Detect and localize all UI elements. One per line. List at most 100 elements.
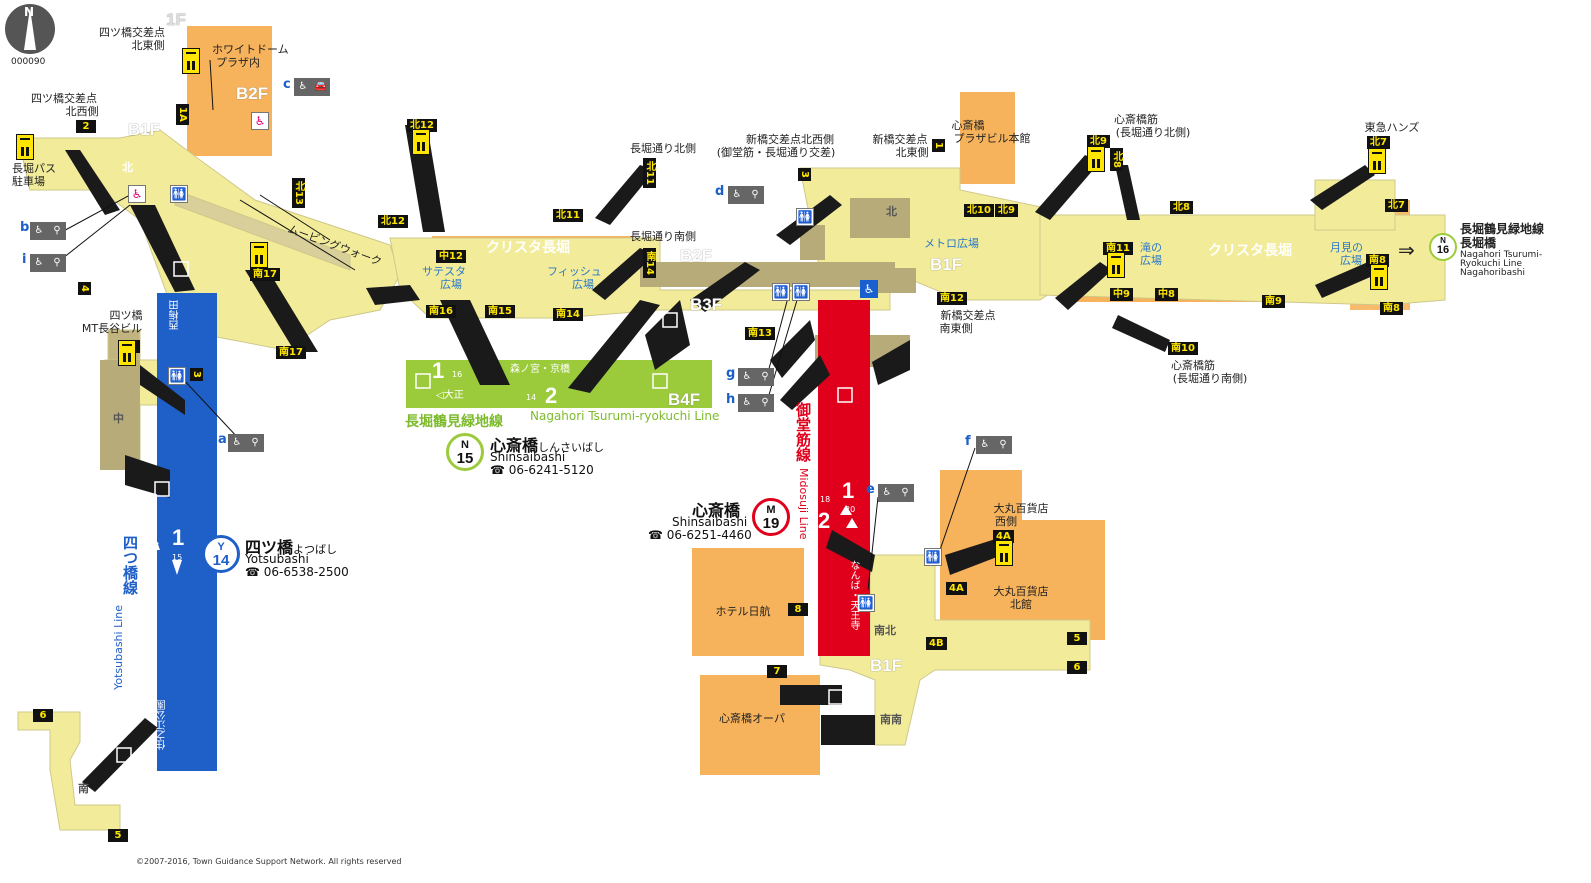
label-yotsubashi-nw-2: 北西側 [65, 105, 99, 118]
label-fish-2: 広場 [572, 278, 594, 291]
exit-m3: 3 [798, 168, 811, 181]
elevator-icon [1087, 146, 1105, 172]
midosuji-track-2: 2 [818, 508, 831, 533]
exit-s13: 南13 [745, 327, 775, 340]
line-letter: M [766, 504, 776, 516]
wheelchair-icon: ♿ [228, 434, 246, 452]
toilet-icon: 🚻 [792, 283, 810, 301]
stroller-icon: ⚲ [746, 186, 764, 204]
label-plaza-building: 心斎橋 [951, 119, 985, 132]
floor-b2f-2: B2F [680, 246, 713, 265]
yotsubashi-car-2: 15 [172, 553, 183, 562]
station-number: 15 [456, 450, 474, 467]
label-mt-hase-2: MT長谷ビル [81, 322, 143, 335]
label-shinbashi-nw-2: (御堂筋・長堀通り交差) [716, 146, 836, 159]
line-letter: N [1440, 236, 1446, 245]
stairs [65, 125, 1375, 792]
label-tokyu-hands: 東急ハンズ [1364, 121, 1420, 134]
facility-h-label: h [726, 392, 736, 407]
station-badge-nagahori: N 15 [446, 433, 484, 471]
elevator-icon [182, 48, 200, 74]
station-roman-nagahori: Shinsaibashi [490, 450, 566, 464]
elevator-icon [1368, 148, 1386, 174]
station-roman-yotsubashi: Yotsubashi [245, 552, 309, 566]
exit-4ab: 4A [946, 582, 967, 595]
floor-b3f: B3F [690, 295, 723, 314]
midosuji-car-2: 20 [845, 505, 856, 514]
nagahori-track-2: 2 [545, 383, 558, 408]
yotsubashi-dir-north: 西梅田 [170, 300, 181, 330]
next-station-roman-1: Nagahori Tsurumi- [1460, 250, 1543, 260]
exit-1a: 1A [176, 104, 189, 125]
elevator-icon [1370, 264, 1388, 290]
exit-2: 2 [76, 120, 96, 133]
label-white-dome: ホワイトドーム [212, 43, 289, 56]
leader-lines [57, 59, 976, 591]
exit-n8: 北8 [1110, 148, 1123, 171]
gate-south: 南 [78, 782, 89, 795]
station-number: 16 [1436, 244, 1450, 256]
stroller-icon: ⚲ [994, 436, 1012, 454]
wheelchair-icon: ♿ [976, 436, 994, 454]
next-station-name: 長堀橋 [1460, 236, 1497, 250]
exit-4a: 4A [993, 530, 1014, 543]
exit-s8: 南8 [1366, 254, 1389, 267]
stroller-icon: ⚲ [48, 222, 66, 240]
accessible-icon: ♿ [860, 280, 878, 298]
wheelchair-icon: ♿ [878, 484, 896, 502]
stroller-icon: ⚲ [48, 254, 66, 272]
label-tsukimi: 月見の [1330, 241, 1363, 254]
label-shinsaibashisuji-n-2: (長堀通り北側) [1115, 126, 1191, 139]
line-letter: Y [217, 541, 225, 553]
exit-n8b: 北8 [1170, 201, 1193, 214]
label-hotel-nikko: ホテル日航 [715, 605, 771, 618]
yotsubashi-dir-south: 住之江公園 [157, 700, 168, 750]
exit-s10: 南10 [1168, 342, 1198, 355]
wheelchair-icon: ♿ [30, 222, 48, 240]
exit-n12: 北12 [407, 119, 437, 132]
floor-b2f: B2F [236, 84, 269, 103]
exit-n7b: 北7 [1385, 199, 1408, 212]
label-satesta: サテスタ [422, 265, 466, 278]
gate-south-north: 南北 [874, 624, 896, 637]
yotsubashi-line-name-jp: 四つ橋線 [121, 535, 139, 595]
north-label: N [24, 5, 35, 19]
label-fish: フィッシュ [547, 265, 602, 278]
gate-north-2: 北 [886, 205, 897, 218]
exit-n12b: 北12 [378, 215, 408, 228]
exit-m1: 1 [932, 139, 945, 152]
exit-s8b: 南8 [1380, 302, 1403, 315]
exit-s14b: 南14 [643, 248, 656, 278]
gate-north-1: 北 [122, 161, 133, 174]
toilet-icon: 🚻 [168, 367, 186, 385]
label-plaza-building-2: プラザビル本館 [953, 132, 1031, 145]
exit-s9: 南9 [1262, 295, 1285, 308]
wheelchair-icon: ♿ [30, 254, 48, 272]
toilet-icon: 🚻 [857, 594, 875, 612]
exit-s16: 南16 [426, 305, 456, 318]
exit-s17: 南17 [250, 268, 280, 281]
yotsubashi-track-1: 1 [172, 525, 185, 550]
label-crysta-1: クリスタ長堀 [486, 240, 570, 256]
wheelchair-icon: ♿ [738, 368, 756, 386]
facility-a-label: a [218, 432, 227, 447]
floor-b1f-2: B1F [930, 255, 963, 274]
elevator-icon [1107, 252, 1125, 278]
label-yotsubashi-nw: 四ツ橋交差点 [31, 92, 97, 105]
stroller-icon: ⚲ [246, 434, 264, 452]
facility-c-label: c [283, 77, 291, 92]
escalator-markers [116, 261, 853, 763]
station-tel-midosuji: ☎ 06-6251-4460 [648, 528, 752, 542]
label-mt-hase: 四ツ橋 [109, 309, 143, 322]
label-shinbashi-ne: 新橋交差点 [872, 133, 928, 146]
toilet-icon: ♿ [251, 112, 269, 130]
exit-n9: 北9 [995, 204, 1018, 217]
exit-n11: 北11 [643, 158, 656, 188]
exit-m5: 5 [1067, 632, 1087, 645]
facility-i-label: i [22, 252, 27, 267]
facility-e-label: e [866, 482, 875, 497]
toilet-icon: ♿ [128, 185, 146, 203]
exit-s17b: 南17 [276, 346, 306, 359]
wheelchair-icon: ♿ [738, 394, 756, 412]
station-number: 14 [212, 552, 230, 569]
